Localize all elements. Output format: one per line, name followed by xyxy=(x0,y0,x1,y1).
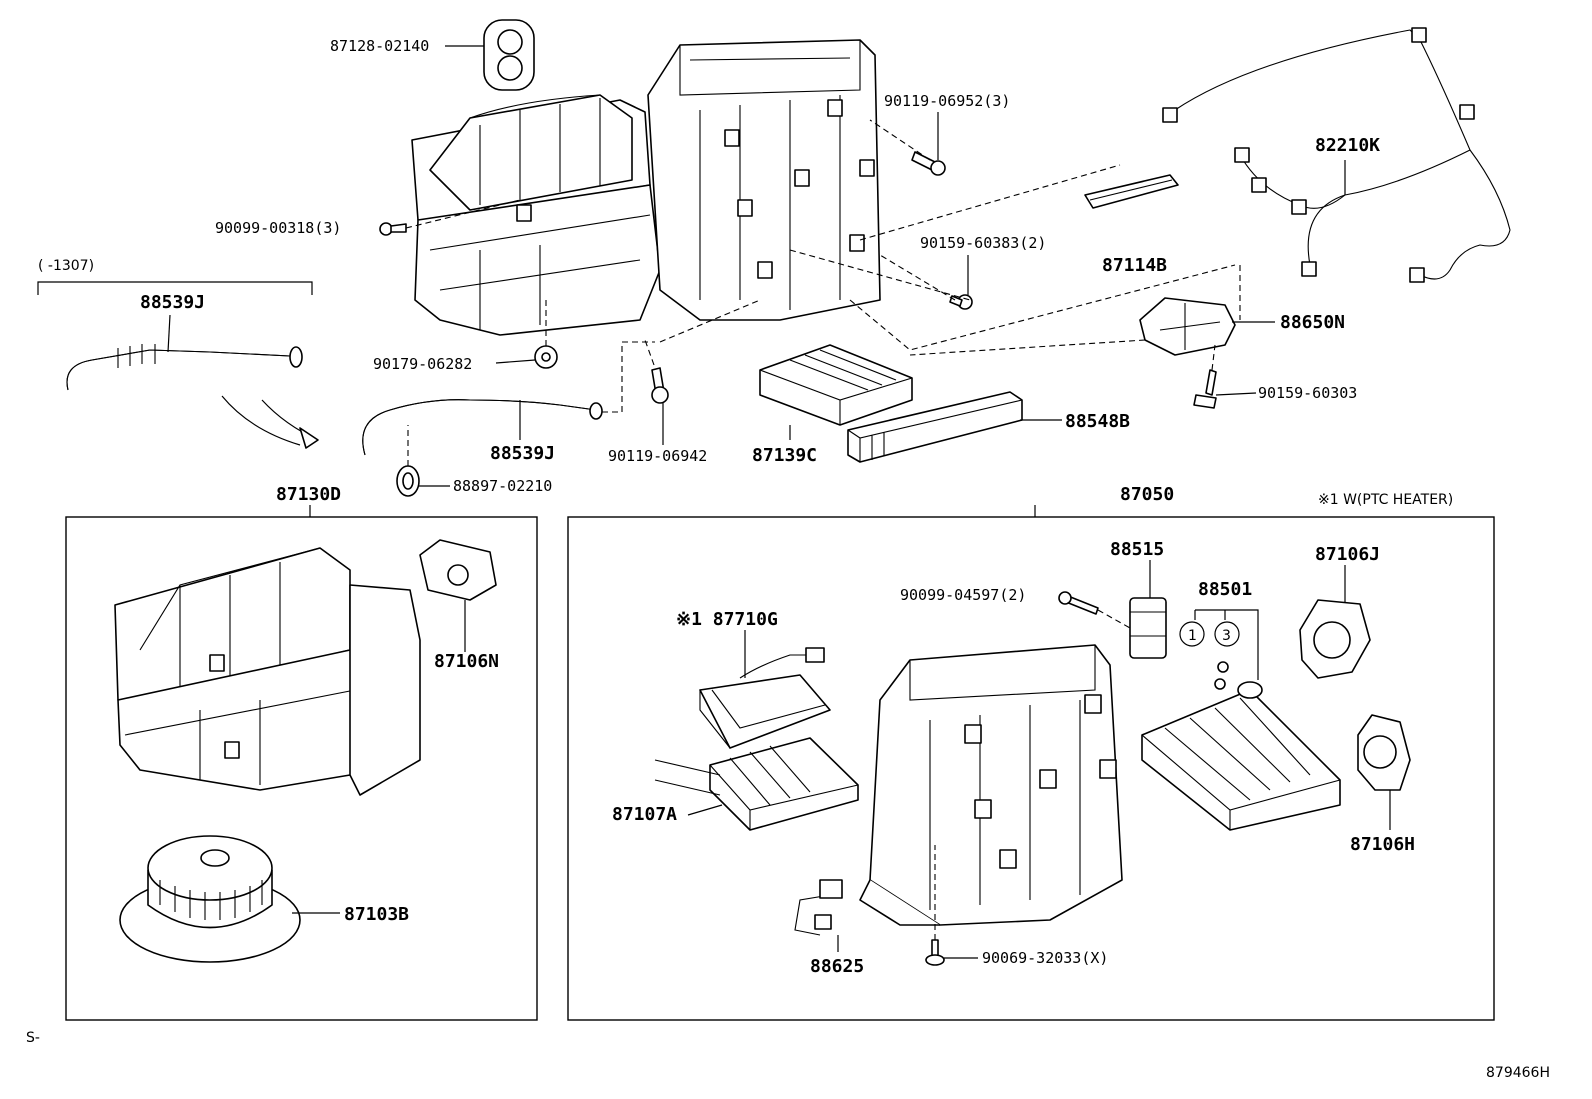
label-90179-06282: 90179-06282 xyxy=(373,355,472,373)
box-heater-evaporator-assembly xyxy=(567,516,1495,1021)
label-88650n: 88650N xyxy=(1280,312,1345,333)
screw-90069-32033 xyxy=(925,939,945,966)
label-87710g: ※1 87710G xyxy=(676,609,778,630)
screw-90119-06952 xyxy=(911,151,946,176)
evaporator-88501 xyxy=(1141,681,1341,831)
label-87114b: 87114B xyxy=(1102,255,1167,276)
grommet-87128 xyxy=(483,19,535,91)
blower-unit-87130d xyxy=(114,547,421,796)
direction-arrows xyxy=(221,395,319,449)
label-90099-04597: 90099-04597(2) xyxy=(900,586,1026,604)
screw-90159-60383 xyxy=(949,294,973,310)
label-88548b: 88548B xyxy=(1065,411,1130,432)
actuator-87106j xyxy=(1299,599,1371,679)
label-88625: 88625 xyxy=(810,956,864,977)
label-82210k: 82210K xyxy=(1315,135,1380,156)
label-87106n: 87106N xyxy=(434,651,499,672)
corner-mark: S- xyxy=(26,1030,40,1046)
label-88539j-upper: 88539J xyxy=(140,292,205,313)
circle-label-3: 3 xyxy=(1222,628,1231,644)
label-88501: 88501 xyxy=(1198,579,1252,600)
label-87130d: 87130D xyxy=(276,484,341,505)
label-87106j: 87106J xyxy=(1315,544,1380,565)
label-90069-32033: 90069-32033(X) xyxy=(982,949,1108,967)
label-87106h: 87106H xyxy=(1350,834,1415,855)
label-ptc-note: ※1 W(PTC HEATER) xyxy=(1318,492,1453,508)
wire-harness-82210k xyxy=(1162,27,1511,283)
ptc-heater-87710g xyxy=(699,647,831,749)
label-87139c: 87139C xyxy=(752,445,817,466)
o-ring-callout-1 xyxy=(1179,621,1205,647)
label-87103b: 87103B xyxy=(344,904,409,925)
actuator-88650n xyxy=(1139,297,1236,356)
blower-motor-87103b xyxy=(119,835,301,963)
nut-90179-06282 xyxy=(534,345,558,369)
label-90159-60303: 90159-60303 xyxy=(1258,384,1357,402)
filter-87139c xyxy=(759,344,913,426)
label-90099-00318: 90099-00318(3) xyxy=(215,219,341,237)
label-90119-06942: 90119-06942 xyxy=(608,447,707,465)
hose-88539j-lower xyxy=(362,399,603,456)
hvac-unit-assembly xyxy=(411,39,881,336)
label-87128-02140: 87128-02140 xyxy=(330,37,429,55)
box-blower-assembly xyxy=(65,516,538,1021)
filter-cover-87114b xyxy=(1084,174,1179,209)
label-90159-60383: 90159-60383(2) xyxy=(920,234,1046,252)
actuator-87106n xyxy=(419,539,497,601)
bolt-90099-04597 xyxy=(1058,591,1099,615)
sensor-88625 xyxy=(794,879,843,936)
hvac-case-87050 xyxy=(859,644,1123,926)
label-90119-06952: 90119-06952(3) xyxy=(884,92,1010,110)
diagram-id: 879466H xyxy=(1486,1065,1550,1081)
actuator-87106h xyxy=(1357,714,1411,791)
label-range-note: ( -1307) xyxy=(38,258,94,274)
hose-88539j-upper xyxy=(66,344,303,391)
label-87107a: 87107A xyxy=(612,804,677,825)
heater-core-87107a xyxy=(654,737,859,831)
o-ring-callout-3 xyxy=(1214,621,1240,647)
expansion-valve-88515 xyxy=(1129,597,1167,659)
grommet-88897-02210 xyxy=(396,465,420,497)
screw-90159-60303 xyxy=(1193,369,1217,409)
circle-label-1: 1 xyxy=(1188,628,1197,644)
label-88539j-lower: 88539J xyxy=(490,443,555,464)
label-88515: 88515 xyxy=(1110,539,1164,560)
label-87050: 87050 xyxy=(1120,484,1174,505)
bolt-90119-06942 xyxy=(651,367,669,404)
screw-90099-00318 xyxy=(379,222,407,236)
label-88897-02210: 88897-02210 xyxy=(453,477,552,495)
